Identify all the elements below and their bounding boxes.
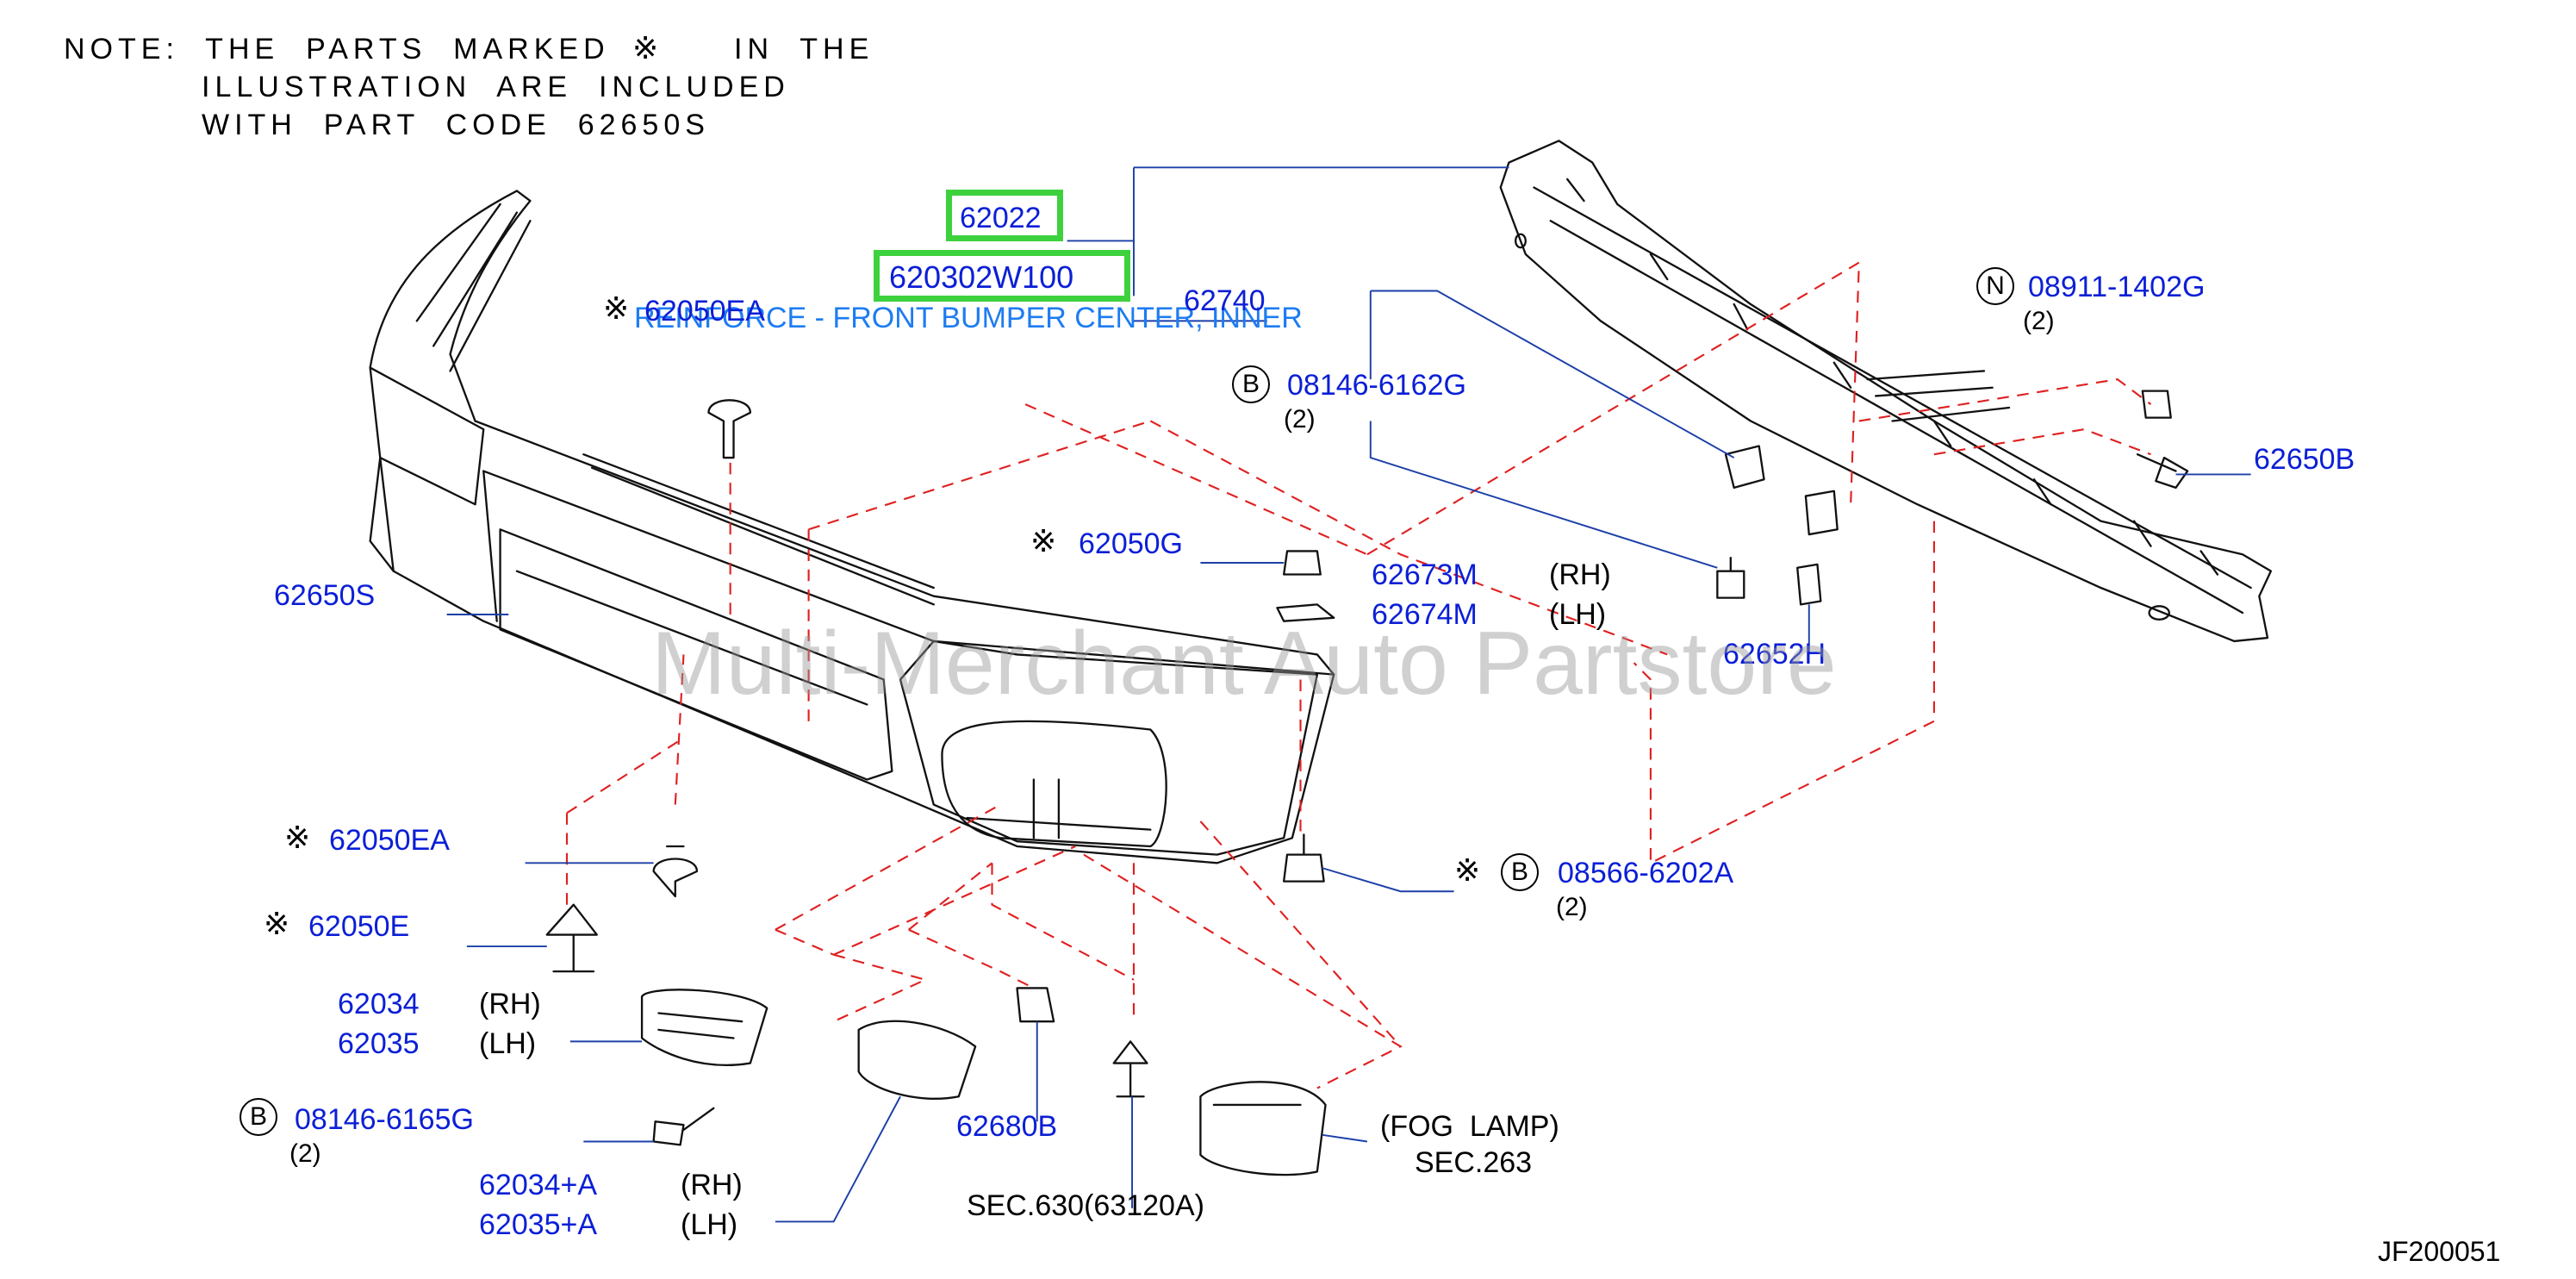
part-62035[interactable]: 62035 — [338, 1027, 420, 1060]
side-62034a: (RH) — [681, 1169, 743, 1201]
note-mark-symbol: ※ — [632, 30, 659, 66]
part-62680b[interactable]: 62680B — [956, 1110, 1058, 1143]
part-62050ea[interactable]: 62050EA — [329, 824, 450, 857]
side-62035a: (LH) — [681, 1208, 738, 1241]
part-62050ea-top[interactable]: 62050EA — [644, 295, 765, 328]
part-62673m[interactable]: 62673M — [1372, 558, 1478, 591]
part-620302w100[interactable]: 620302W100 — [889, 259, 1074, 295]
note-line-3: WITH PART CODE 62650S — [202, 109, 710, 141]
note-line-1-end: IN THE — [734, 33, 874, 66]
part-62740[interactable]: 62740 — [1184, 284, 1266, 317]
part-08566-6202a[interactable]: 08566-6202A — [1558, 857, 1734, 889]
watermark: Multi-Merchant Auto Partstore — [651, 614, 1837, 714]
circle-b-08146-6162g: B — [1232, 365, 1270, 403]
circle-b-08566-6202a: B — [1501, 853, 1539, 891]
fog-lamp — [1199, 1081, 1327, 1176]
clip-62680b — [1016, 987, 1055, 1023]
part-62650b[interactable]: 62650B — [2254, 443, 2355, 476]
side-62674m: (LH) — [1549, 598, 1607, 631]
clip-62050ea — [652, 845, 699, 898]
section-630-label[interactable]: SEC.630(63120A) — [967, 1189, 1204, 1222]
highlight-box-62022 — [946, 190, 1063, 241]
bolt-08146-6165g — [652, 1107, 715, 1146]
part-62035a[interactable]: 62035+A — [479, 1208, 598, 1241]
clip-62652h — [1796, 490, 1839, 606]
part-62050e[interactable]: 62050E — [308, 910, 410, 943]
mark-62050ea: ※ — [284, 820, 311, 855]
bracket-62740 — [1724, 445, 1765, 490]
note-line-1: NOTE: THE PARTS MARKED — [64, 33, 610, 66]
part-62050g[interactable]: 62050G — [1079, 527, 1183, 560]
mark-62050e: ※ — [264, 906, 290, 941]
circle-b-08146-6165g: B — [240, 1098, 277, 1136]
clip-62050g — [1283, 550, 1322, 576]
qty-08146-6165g: (2) — [289, 1139, 321, 1168]
clip-62050ea-top — [707, 399, 752, 459]
bezel-62034a — [857, 1020, 977, 1100]
note-line-2: ILLUSTRATION ARE INCLUDED — [202, 71, 790, 103]
side-62034: (RH) — [479, 988, 541, 1020]
clip-sec630 — [1112, 1040, 1148, 1098]
side-62673m: (RH) — [1549, 558, 1611, 591]
mark-62050ea-top: ※ — [603, 290, 630, 326]
fog-lamp-section[interactable]: SEC.263 — [1415, 1146, 1533, 1179]
qty-08911-1402g: (2) — [2023, 307, 2055, 335]
mark-08566-6202a: ※ — [1454, 852, 1481, 888]
bolt-62650b — [2136, 453, 2189, 490]
part-08146-6162g[interactable]: 08146-6162G — [1287, 369, 1466, 402]
part-62674m[interactable]: 62674M — [1372, 598, 1478, 631]
mark-62050g: ※ — [1030, 523, 1057, 558]
seal-62673m — [1276, 603, 1335, 622]
part-62650s[interactable]: 62650S — [274, 579, 376, 612]
highlight-box-620302w100 — [874, 250, 1130, 302]
part-08911-1402g[interactable]: 08911-1402G — [2028, 271, 2206, 303]
bolt-08146-6162g — [1716, 557, 1745, 599]
qty-08566-6202a: (2) — [1556, 893, 1588, 921]
qty-08146-6162g: (2) — [1284, 405, 1316, 434]
part-62034[interactable]: 62034 — [338, 988, 420, 1020]
side-62035: (LH) — [479, 1027, 537, 1060]
part-08146-6165g[interactable]: 08146-6165G — [295, 1103, 474, 1136]
bumper-reinforcement-beam — [1499, 140, 2273, 643]
circle-n-08911-1402g: N — [1976, 267, 2014, 305]
front-bumper-fascia — [369, 190, 1335, 864]
part-62652h[interactable]: 62652H — [1723, 638, 1826, 671]
fog-lamp-label: (FOG LAMP) — [1380, 1110, 1559, 1143]
bezel-62034 — [640, 989, 768, 1067]
bolt-08566-6202a — [1283, 833, 1325, 883]
nut-08911-1402g — [2141, 390, 2172, 419]
part-description: REINFORCE - FRONT BUMPER CENTER, INNER — [634, 302, 1303, 334]
part-62022[interactable]: 62022 — [960, 202, 1042, 234]
clip-62050e — [545, 903, 598, 973]
part-62034a[interactable]: 62034+A — [479, 1169, 598, 1201]
diagram-code: JF200051 — [2378, 1236, 2501, 1267]
